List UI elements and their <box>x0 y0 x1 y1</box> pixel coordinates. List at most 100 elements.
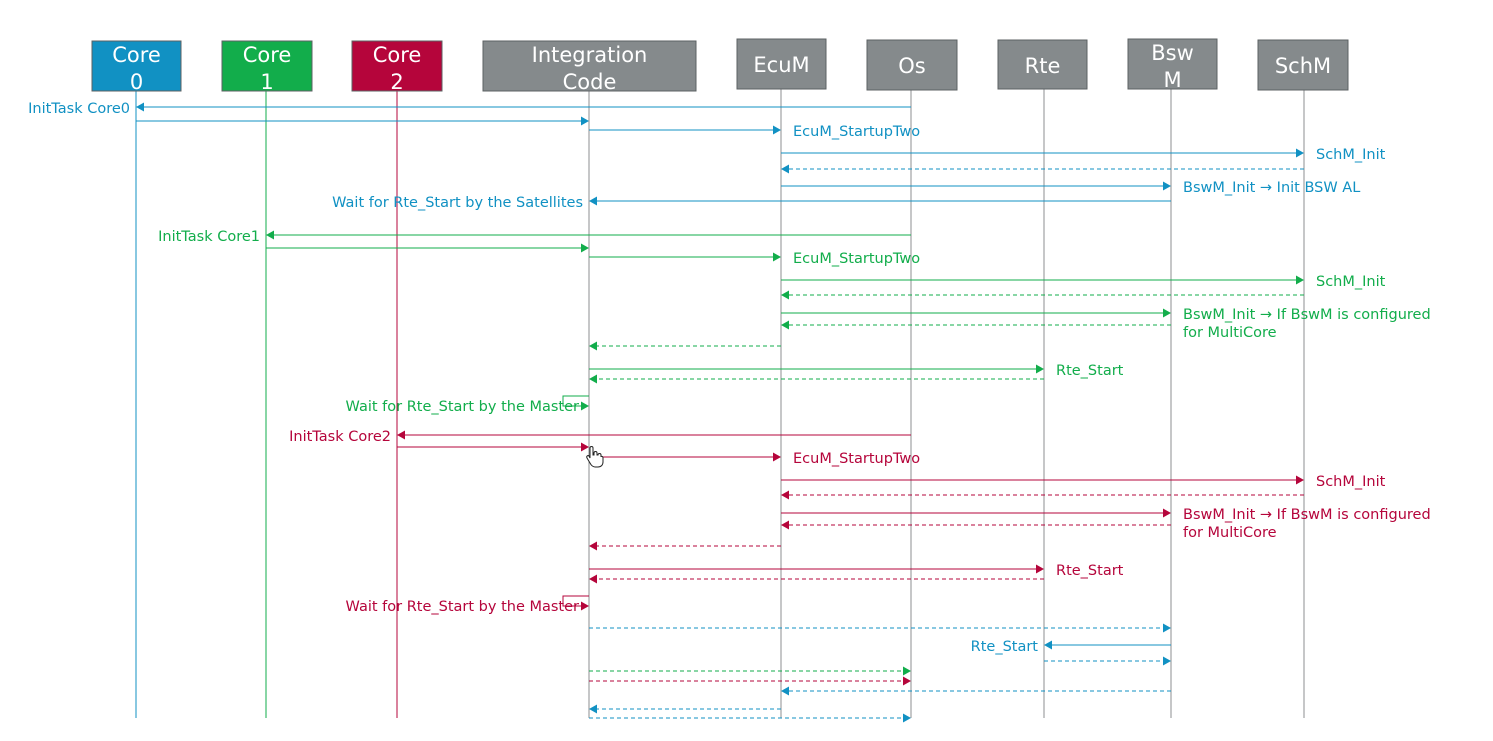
participant-label: Core <box>373 43 422 67</box>
participant-label-line2: Code <box>563 70 617 94</box>
message-integration-to-integration: Wait for Rte_Start by the Master <box>346 595 589 615</box>
participant-box <box>1257 39 1349 91</box>
message-bswm-to-rte: Rte_Start <box>971 639 1171 655</box>
participant-label: Bsw <box>1151 41 1194 65</box>
message-label: Rte_Start <box>1056 363 1124 379</box>
arrowhead <box>1163 181 1171 191</box>
arrowhead <box>1044 640 1052 650</box>
arrowhead <box>589 704 597 714</box>
arrowhead <box>581 442 589 452</box>
message-label: SchM_Init <box>1316 474 1386 490</box>
message-core2-to-integration <box>397 442 589 452</box>
message-label: BswM_Init → Init BSW AL <box>1183 180 1360 196</box>
arrowhead <box>136 102 144 112</box>
message-ecum-to-bswm: BswM_Init → If BswM is configured for Mul… <box>781 307 1431 341</box>
message-label: InitTask Core1 <box>158 229 260 245</box>
arrowhead <box>903 666 911 676</box>
message-integration-to-os <box>589 713 911 723</box>
hand-cursor-icon <box>586 446 604 468</box>
participant-os: Os <box>866 39 958 91</box>
message-label: BswM_Init → If BswM is configured <box>1183 507 1431 523</box>
participant-label: Rte <box>1025 54 1061 78</box>
message-os-to-core0: InitTask Core0 <box>28 101 911 117</box>
message-label: BswM_Init → If BswM is configured <box>1183 307 1431 323</box>
message-bswm-to-ecum <box>781 686 1171 696</box>
arrowhead <box>1296 475 1304 485</box>
message-rte-to-integration <box>589 374 1044 384</box>
participant-label: Os <box>898 54 925 78</box>
message-os-to-core1: InitTask Core1 <box>158 229 911 245</box>
message-ecum-to-integration <box>589 704 781 714</box>
participant-label-line2: 1 <box>260 70 273 94</box>
message-os-to-core2: InitTask Core2 <box>289 429 911 445</box>
participant-ecum: EcuM <box>736 38 827 90</box>
message-integration-to-ecum: EcuM_StartupTwo <box>589 451 920 467</box>
arrowhead <box>581 243 589 253</box>
message-label: Wait for Rte_Start by the Master <box>346 599 579 615</box>
participant-label: Integration <box>532 43 648 67</box>
message-integration-to-ecum: EcuM_StartupTwo <box>589 124 920 140</box>
arrowhead <box>1036 364 1044 374</box>
arrowhead <box>581 601 589 611</box>
arrowhead <box>773 252 781 262</box>
message-integration-to-ecum: EcuM_StartupTwo <box>589 251 920 267</box>
message-ecum-to-integration <box>589 341 781 351</box>
participant-label-line2: 0 <box>130 70 143 94</box>
message-core0-to-integration <box>136 116 589 126</box>
message-ecum-to-integration <box>589 541 781 551</box>
participant-label: Core <box>112 43 161 67</box>
arrowhead <box>773 125 781 135</box>
message-ecum-to-schm: SchM_Init <box>781 274 1386 290</box>
message-ecum-to-schm: SchM_Init <box>781 474 1386 490</box>
participant-box <box>221 40 313 92</box>
participant-box <box>482 40 697 92</box>
arrowhead <box>589 341 597 351</box>
participant-label: EcuM <box>753 53 809 77</box>
participant-box <box>997 39 1088 90</box>
message-integration-to-integration: Wait for Rte_Start by the Master <box>346 395 589 415</box>
message-bswm-to-ecum <box>781 520 1171 530</box>
message-integration-to-rte: Rte_Start <box>589 363 1124 379</box>
message-label: InitTask Core0 <box>28 101 130 117</box>
message-integration-to-bswm <box>589 623 1171 633</box>
arrowhead <box>1296 148 1304 158</box>
arrowhead <box>589 374 597 384</box>
message-integration-to-os <box>589 666 911 676</box>
message-label: InitTask Core2 <box>289 429 391 445</box>
message-label: SchM_Init <box>1316 274 1386 290</box>
participant-box <box>1127 38 1218 90</box>
participant-box <box>91 40 182 92</box>
participant-label: Core <box>243 43 292 67</box>
message-rte-to-bswm <box>1044 656 1171 666</box>
arrowhead <box>266 230 274 240</box>
self-message-line <box>562 395 589 407</box>
message-label: Rte_Start <box>1056 563 1124 579</box>
message-label: Wait for Rte_Start by the Satellites <box>332 195 583 211</box>
message-label-line2: for MultiCore <box>1183 525 1277 541</box>
arrowhead <box>1296 275 1304 285</box>
participant-label-line2: M <box>1163 68 1181 92</box>
participant-core0: Core 0 <box>91 40 182 94</box>
participant-box <box>736 38 827 90</box>
message-label: EcuM_StartupTwo <box>793 124 920 140</box>
arrowhead <box>589 541 597 551</box>
arrowhead <box>1036 564 1044 574</box>
message-rte-to-integration <box>589 574 1044 584</box>
arrowhead <box>1163 656 1171 666</box>
arrowhead <box>781 686 789 696</box>
arrowhead <box>1163 623 1171 633</box>
message-bswm-to-integration: Wait for Rte_Start by the Satellites <box>332 195 1171 211</box>
message-label-line2: for MultiCore <box>1183 325 1277 341</box>
message-label: EcuM_StartupTwo <box>793 251 920 267</box>
message-integration-to-rte: Rte_Start <box>589 563 1124 579</box>
arrowhead <box>1163 508 1171 518</box>
participant-box <box>351 40 443 92</box>
arrowhead <box>581 401 589 411</box>
message-schm-to-ecum <box>781 290 1304 300</box>
arrowhead <box>903 713 911 723</box>
participant-rte: Rte <box>997 39 1088 90</box>
messages: InitTask Core0EcuM_StartupTwoSchM_InitBs… <box>28 101 1431 723</box>
